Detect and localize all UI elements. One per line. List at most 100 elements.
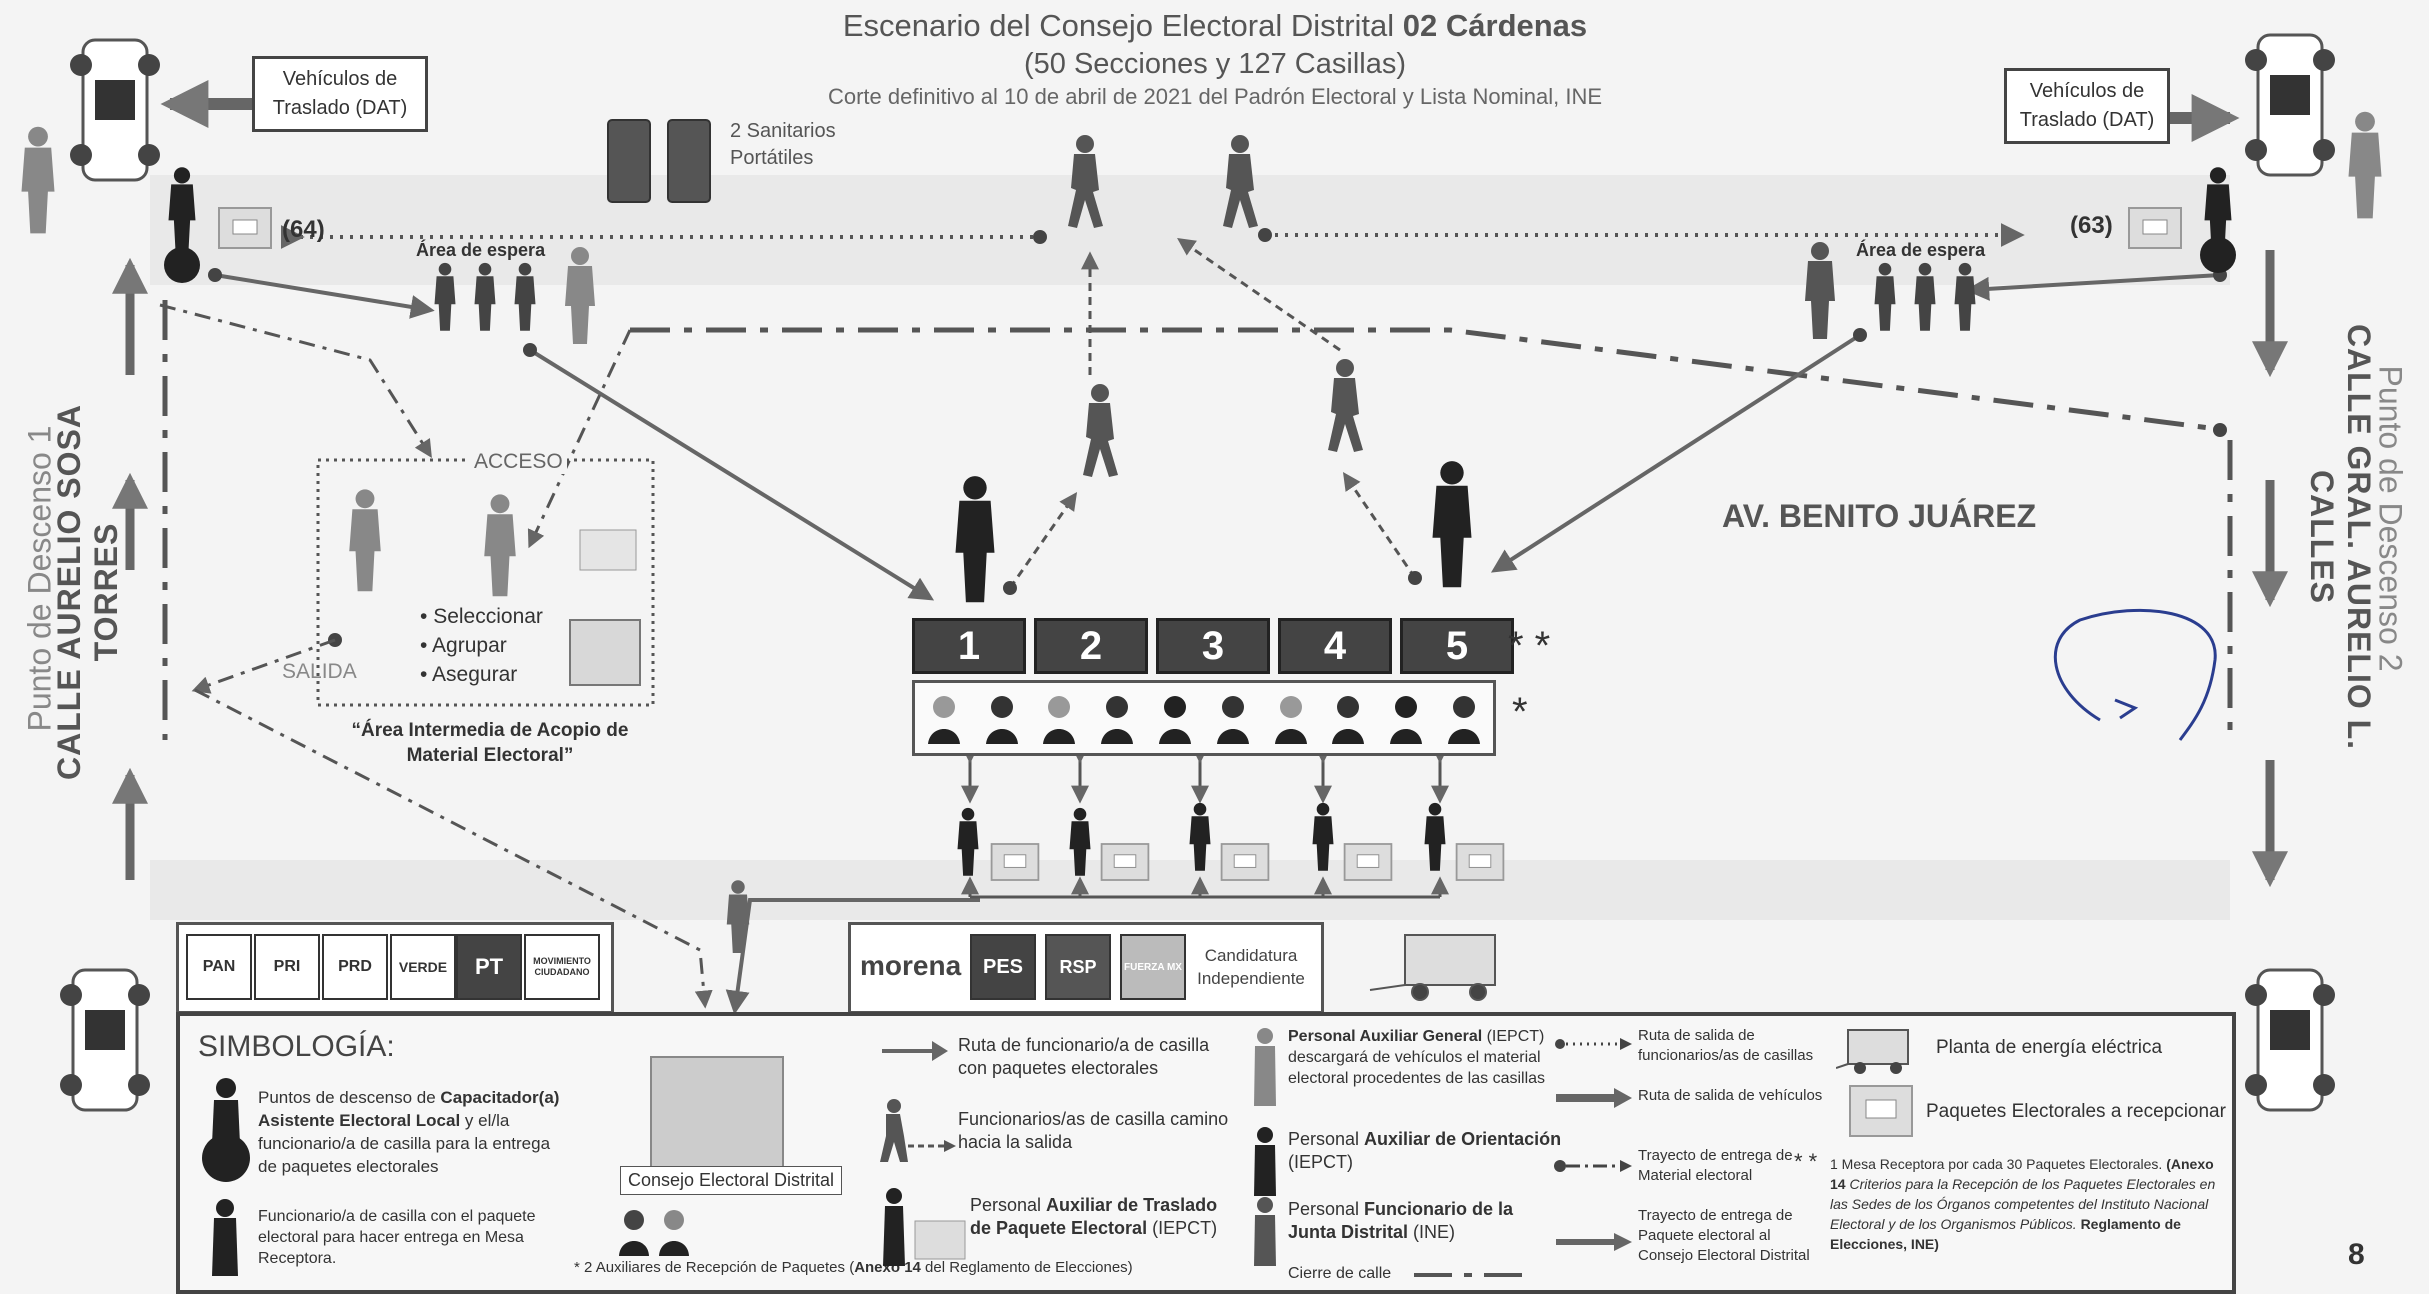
salida-label: SALIDA bbox=[282, 660, 357, 683]
traslado-packages bbox=[990, 843, 1505, 881]
party-mc: MOVIMIENTO CIUDADANO bbox=[524, 934, 600, 1000]
auxiliar-left bbox=[565, 247, 595, 344]
step-agrupar: Agrupar bbox=[420, 631, 543, 660]
legend-aux-traslado: Personal Auxiliar de Traslado de Paquete… bbox=[970, 1195, 1218, 1238]
diagram-subtitle: (50 Secciones y 127 Casillas) bbox=[1023, 48, 1406, 80]
waiting-area-right bbox=[1874, 262, 1976, 331]
left-count: (64) bbox=[282, 216, 325, 243]
legend-funcionarios-salida: Funcionarios/as de casilla camino hacia … bbox=[958, 1109, 1229, 1152]
street-closures bbox=[162, 300, 2233, 740]
auxiliar-icon bbox=[1448, 696, 1481, 744]
step-seleccionar: Seleccionar bbox=[420, 602, 543, 631]
auxiliar-icon bbox=[985, 696, 1018, 744]
legend-aux-note: * 2 Auxiliares de Recepción de Paquetes … bbox=[574, 1259, 1133, 1276]
cierre-line-icon bbox=[1414, 1273, 1534, 1277]
legend-planta: Planta de energía eléctrica bbox=[1936, 1037, 2163, 1058]
auxiliar-icon bbox=[927, 696, 960, 744]
aux-orientacion-icon bbox=[1254, 1127, 1276, 1196]
legend-ruta-salida: Ruta de salida de funcionarios/as de cas… bbox=[1638, 1027, 1814, 1064]
party-pt: PT bbox=[456, 934, 522, 1000]
left-waiting-area: Área de espera bbox=[416, 240, 546, 260]
waiting-area-left bbox=[434, 262, 536, 331]
party-pan: PAN bbox=[186, 934, 252, 1000]
van-bottom-right bbox=[2243, 968, 2337, 1112]
right-waiting-area: Área de espera bbox=[1856, 240, 1986, 260]
sanitarios-icon bbox=[607, 119, 711, 203]
van-top-left bbox=[68, 38, 162, 182]
left-drop-point: Punto de Descenso 1 bbox=[21, 425, 58, 732]
left-street-label: CALLE AURELIO SOSA TORRES bbox=[51, 404, 124, 780]
trayecto-material-icon bbox=[1554, 1160, 1632, 1172]
mesa-4: 4 bbox=[1278, 618, 1392, 674]
legend-drop-desc: Puntos de descenso de Capacitador(a) Asi… bbox=[258, 1088, 560, 1176]
auxiliar-icon bbox=[1274, 696, 1307, 744]
consejo-building-icon bbox=[650, 1056, 784, 1170]
party-fxm: FUERZA MX bbox=[1120, 934, 1186, 1000]
auxiliar-icon bbox=[1101, 696, 1134, 744]
material-route bbox=[159, 303, 713, 1009]
party-prd: PRD bbox=[322, 934, 388, 1000]
mesa-exchange-arrows bbox=[961, 745, 1449, 899]
exit-routes bbox=[1008, 237, 1417, 589]
paquete-icon bbox=[1849, 1085, 1913, 1137]
aux-general-icon bbox=[1254, 1028, 1276, 1106]
van-bottom-left bbox=[58, 968, 152, 1112]
ruta-salida-dotted-icon bbox=[1555, 1038, 1632, 1050]
walkers-top bbox=[1068, 135, 1363, 477]
diagram-note: Corte definitivo al 10 de abril de 2021 … bbox=[827, 84, 1603, 109]
party-independiente: Candidatura Independiente bbox=[1197, 946, 1305, 988]
acopio-boxes bbox=[569, 529, 641, 686]
acceso-label: ACCESO bbox=[470, 450, 567, 474]
legend-mesa-note: 1 Mesa Receptora por cada 30 Paquetes El… bbox=[1830, 1156, 2216, 1252]
right-street-label: CALLE GRAL. AURELIO L. CALLES bbox=[2304, 323, 2377, 751]
legend-cierre: Cierre de calle bbox=[1288, 1265, 1392, 1282]
ruta-funcionario-arrow-icon bbox=[882, 1041, 948, 1061]
aux-recepcion-icons bbox=[619, 1210, 689, 1256]
road-band-bottom bbox=[150, 860, 2230, 920]
auxiliar-icon bbox=[1390, 696, 1423, 744]
signature-scribble bbox=[2053, 608, 2217, 741]
party-pri: PRI bbox=[254, 934, 320, 1000]
mesa-3: 3 bbox=[1156, 618, 1270, 674]
legend-mesa-note-mark: * * bbox=[1794, 1149, 1818, 1174]
delivery-routes bbox=[214, 273, 2221, 1015]
trayecto-paquete-icon bbox=[1556, 1233, 1632, 1251]
legend-title: SIMBOLOGÍA: bbox=[198, 1030, 395, 1063]
step-asegurar: Asegurar bbox=[420, 660, 543, 689]
acopio-staff bbox=[349, 489, 516, 597]
legend-trayecto-material: Trayecto de entrega de Material electora… bbox=[1638, 1147, 1793, 1184]
auxiliar-right bbox=[1805, 242, 1835, 339]
right-count: (63) bbox=[2070, 212, 2113, 239]
avenue-label: AV. BENITO JUÁREZ bbox=[1722, 498, 2037, 534]
ruta-vehiculos-icon bbox=[1556, 1088, 1632, 1108]
auxiliar-icon bbox=[1159, 696, 1192, 744]
legend-funcionario: Funcionario/a de casilla con el paquete … bbox=[258, 1208, 536, 1267]
package-right bbox=[2128, 207, 2182, 249]
drop-point-personnel bbox=[164, 167, 2236, 283]
top-dotted-routes bbox=[280, 223, 2025, 249]
right-vehicle-box: Vehículos de Traslado (DAT) bbox=[2004, 68, 2170, 144]
party-rsp: RSP bbox=[1045, 934, 1111, 1000]
mesa-2: 2 bbox=[1034, 618, 1148, 674]
sanitarios-label: 2 Sanitarios Portátiles bbox=[730, 120, 836, 169]
planta-icon bbox=[1836, 1029, 1909, 1074]
mesa-marker-single: * bbox=[1512, 690, 1528, 734]
mesa-1: 1 bbox=[912, 618, 1026, 674]
legend-aux-general: Personal Auxiliar General (IEPCT) descar… bbox=[1288, 1028, 1546, 1087]
mesa-marker-double: * * bbox=[1508, 624, 1551, 668]
party-pes: PES bbox=[970, 934, 1036, 1000]
right-drop-point: Punto de Descenso 2 bbox=[2372, 365, 2409, 672]
page-number: 8 bbox=[2348, 1238, 2365, 1271]
auxiliares-row bbox=[912, 680, 1496, 756]
party-verde: VERDE bbox=[390, 934, 456, 1000]
acopio-area-frame bbox=[316, 458, 655, 707]
orientation-staff bbox=[955, 461, 1472, 603]
funcionario-icon bbox=[212, 1199, 238, 1276]
legend-ruta-vehiculos: Ruta de salida de vehículos bbox=[1638, 1087, 1823, 1104]
left-vehicle-box: Vehículos de Traslado (DAT) bbox=[252, 56, 428, 132]
party-morena: morena bbox=[860, 950, 962, 981]
legend-consejo: Consejo Electoral Distrital bbox=[620, 1166, 842, 1195]
mesa-5: 5 bbox=[1400, 618, 1514, 674]
legend-paquetes: Paquetes Electorales a recepcionar bbox=[1926, 1101, 2226, 1122]
